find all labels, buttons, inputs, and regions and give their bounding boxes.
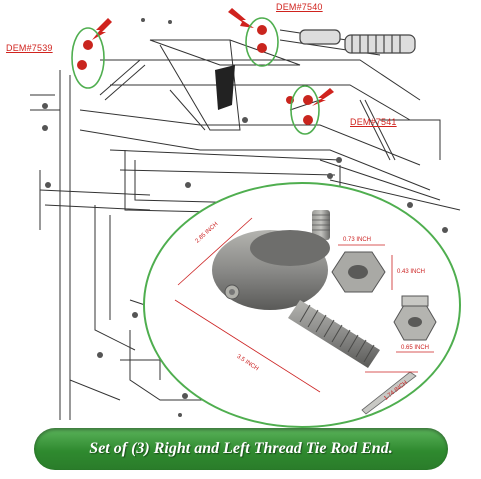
- callout-right: DEM#7541: [350, 117, 397, 127]
- dimension-nut-height: 0.43 INCH: [397, 269, 426, 275]
- callout-top: DEM#7540: [276, 2, 323, 12]
- tie-rod-end: [212, 210, 380, 368]
- castle-nut: [393, 295, 437, 341]
- cotter-pin: [361, 371, 417, 415]
- hex-nut: [331, 251, 386, 293]
- dimension-nut-width: 0.73 INCH: [343, 237, 372, 243]
- dimension-castle-nut-width: 0.65 INCH: [401, 345, 430, 351]
- banner-text: Set of (3) Right and Left Thread Tie Rod…: [89, 440, 393, 457]
- product-banner: Set of (3) Right and Left Thread Tie Rod…: [34, 428, 448, 470]
- callout-left: DEM#7539: [6, 43, 53, 53]
